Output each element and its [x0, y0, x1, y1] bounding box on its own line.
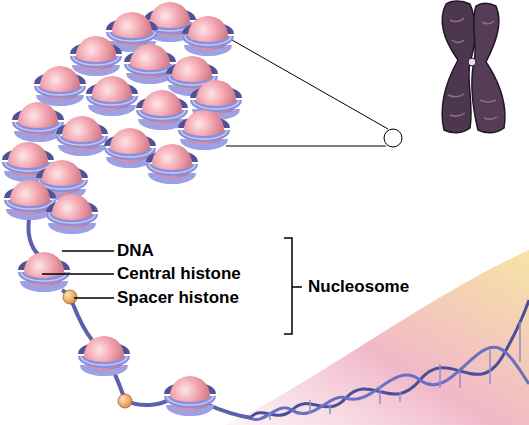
- nucleosome-bead: [127, 44, 173, 84]
- spacer-histone: [118, 394, 132, 408]
- part-label: Central histone: [117, 264, 241, 284]
- nucleosome-bead: [139, 90, 185, 130]
- leader-line: [62, 250, 114, 252]
- chromatid: [472, 3, 505, 133]
- group-label: Nucleosome: [308, 277, 409, 297]
- nucleosome-bead: [81, 336, 127, 376]
- leader-line: [42, 273, 114, 275]
- nucleosome-bead: [21, 252, 67, 292]
- linker-dna: [28, 214, 40, 256]
- leader-line: [74, 297, 114, 299]
- zoom-circle: [384, 129, 402, 147]
- part-label: DNA: [117, 241, 154, 261]
- nucleosome-bead: [185, 16, 231, 56]
- nucleosome-bead: [59, 116, 105, 156]
- base-pairs: [270, 322, 520, 420]
- chromosome: [442, 1, 505, 133]
- nucleosome-bead: [49, 194, 95, 234]
- bracket: [284, 238, 302, 334]
- solenoid-fiber: [5, 2, 239, 234]
- nucleosome-bead: [73, 36, 119, 76]
- nucleosome-bead: [89, 76, 135, 116]
- leader-lines: [42, 238, 302, 334]
- zoom-line: [226, 146, 386, 147]
- nucleosome-bead: [149, 144, 195, 184]
- nucleosome-bead: [181, 110, 227, 150]
- double-helix: [225, 250, 529, 425]
- spacer-histone: [63, 290, 77, 304]
- helix-band: [225, 250, 529, 425]
- centromere: [468, 58, 476, 66]
- nucleosome-bead: [37, 66, 83, 106]
- nucleosome-bead: [15, 102, 61, 142]
- part-label: Spacer histone: [117, 288, 239, 308]
- linker-dna: [28, 214, 252, 418]
- helix-strand: [250, 347, 529, 419]
- chromatin-texture: [448, 18, 497, 119]
- nucleosome-bead: [167, 376, 213, 416]
